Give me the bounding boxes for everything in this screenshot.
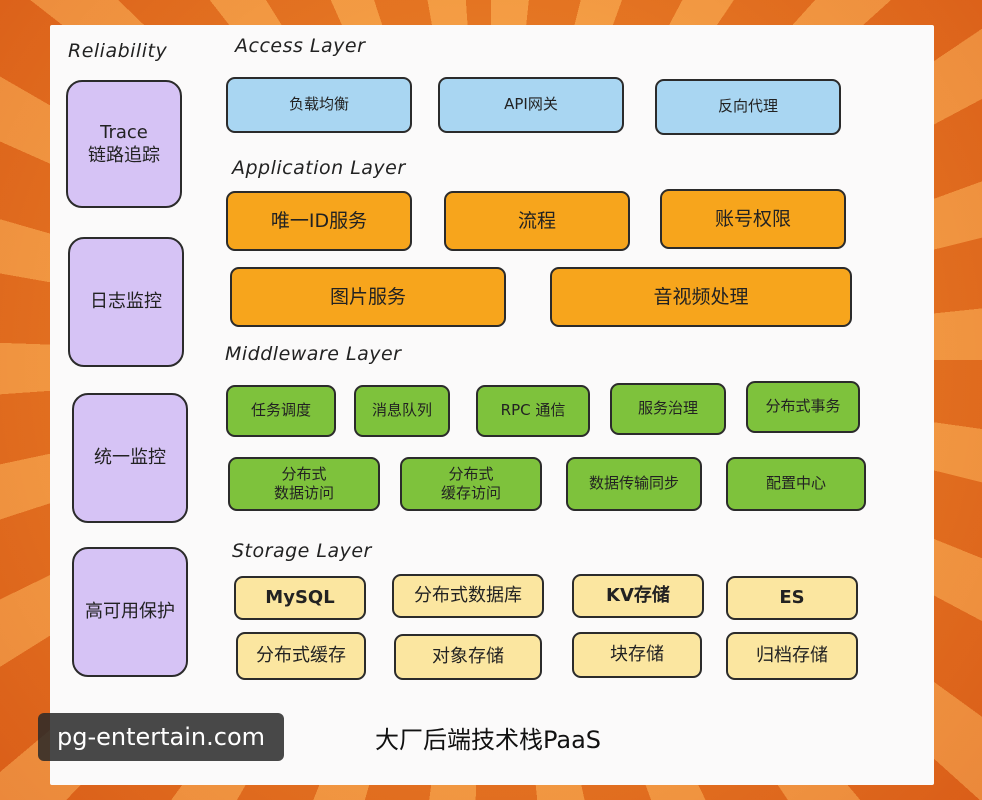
block-storage-box: 块存储 [572,632,702,678]
distributed-database-box: 分布式数据库 [392,574,544,618]
image-service-box: 图片服务 [230,267,506,327]
diagram-board: Reliability Access Layer Application Lay… [50,25,934,785]
data-sync-box: 数据传输同步 [566,457,702,511]
task-scheduling-box: 任务调度 [226,385,336,437]
application-layer-title: Application Layer [232,157,406,179]
distributed-cache-access-box: 分布式 缓存访问 [400,457,542,511]
rpc-box: RPC 通信 [476,385,590,437]
unified-monitor-box: 统一监控 [72,393,188,523]
config-center-box: 配置中心 [726,457,866,511]
storage-layer-title: Storage Layer [232,540,372,562]
workflow-box: 流程 [444,191,630,251]
log-monitor-box: 日志监控 [68,237,184,367]
middleware-layer-title: Middleware Layer [225,343,402,365]
distributed-cache-box: 分布式缓存 [236,632,366,680]
archive-storage-box: 归档存储 [726,632,858,680]
es-box: ES [726,576,858,620]
watermark-badge: pg-entertain.com [38,713,284,761]
high-availability-box: 高可用保护 [72,547,188,677]
kv-storage-box: KV存储 [572,574,704,618]
access-layer-title: Access Layer [235,35,366,57]
object-storage-box: 对象存储 [394,634,542,680]
service-governance-box: 服务治理 [610,383,726,435]
message-queue-box: 消息队列 [354,385,450,437]
audio-video-box: 音视频处理 [550,267,852,327]
reverse-proxy-box: 反向代理 [655,79,841,135]
trace-box: Trace 链路追踪 [66,80,182,208]
reliability-title: Reliability [68,40,168,62]
distributed-transaction-box: 分布式事务 [746,381,860,433]
api-gateway-box: API网关 [438,77,624,133]
footer-title: 大厂后端技术栈PaaS [375,726,602,754]
distributed-data-access-box: 分布式 数据访问 [228,457,380,511]
unique-id-service-box: 唯一ID服务 [226,191,412,251]
mysql-box: MySQL [234,576,366,620]
load-balancer-box: 负载均衡 [226,77,412,133]
account-permission-box: 账号权限 [660,189,846,249]
